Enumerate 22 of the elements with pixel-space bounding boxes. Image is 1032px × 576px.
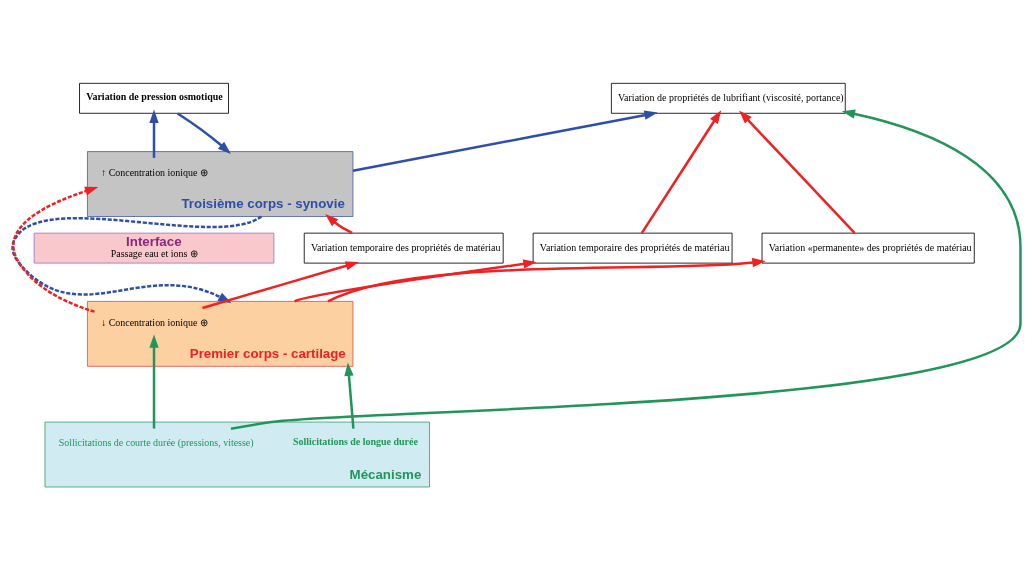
node-box: Variation de pression osmotique: [78, 82, 229, 114]
arrow: [293, 257, 766, 303]
arrow: [640, 109, 721, 234]
node-text: ↑ Concentration ionique ⊕: [100, 166, 208, 178]
arrow: [352, 110, 658, 172]
node-box: Variation «permanente» des propriétés de matériau: [761, 232, 975, 264]
arrow: [230, 108, 1022, 430]
arrow: [148, 109, 159, 158]
node-text: Sollicitations de longue durée: [292, 435, 418, 447]
node-box: Variation temporaire des propriétés de matériau: [303, 232, 504, 264]
node-text: Sollicitations de courte durée (pressions, vitesse): [58, 436, 254, 448]
arrow: [11, 186, 98, 313]
arrow: [148, 334, 159, 429]
node-box: Interface Passage eau et ions ⊕: [33, 232, 274, 264]
arrow: [201, 260, 359, 309]
node-text: ↓ Concentration ionique ⊕: [100, 316, 208, 328]
node-box: Variation de propriétés de lubrifiant (viscosité, portance): [610, 82, 846, 114]
arrow: [324, 213, 353, 234]
arrow: [176, 111, 231, 154]
node-box: Variation temporaire des propriétés de matériau: [532, 232, 732, 264]
arrow: [343, 362, 355, 429]
arrow: [738, 110, 856, 234]
